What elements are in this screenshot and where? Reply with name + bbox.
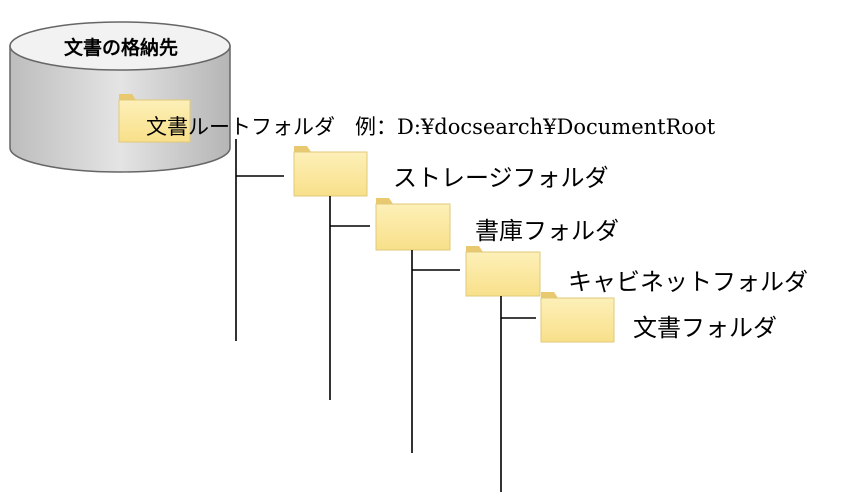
library-folder-icon: [375, 198, 451, 251]
root-folder-label: 文書ルートフォルダ例：D:¥docsearch¥DocumentRoot: [146, 111, 715, 141]
cabinet-folder-icon: [465, 246, 541, 297]
cabinet-folder-label: キャビネットフォルダ: [568, 268, 808, 296]
root-folder-icon: [118, 94, 191, 143]
storage-folder-label: ストレージフォルダ: [393, 164, 609, 192]
library-folder-label: 書庫フォルダ: [475, 217, 619, 245]
document-folder-icon: [540, 292, 615, 343]
root-folder-example: 例：D:¥docsearch¥DocumentRoot: [355, 115, 716, 139]
root-folder-name: 文書ルートフォルダ: [146, 115, 335, 139]
storage-folder-icon: [293, 146, 368, 197]
tree-connector-lines: [235, 139, 536, 492]
storage-title: 文書の格納先: [64, 37, 179, 59]
document-folder-label: 文書フォルダ: [633, 314, 777, 342]
